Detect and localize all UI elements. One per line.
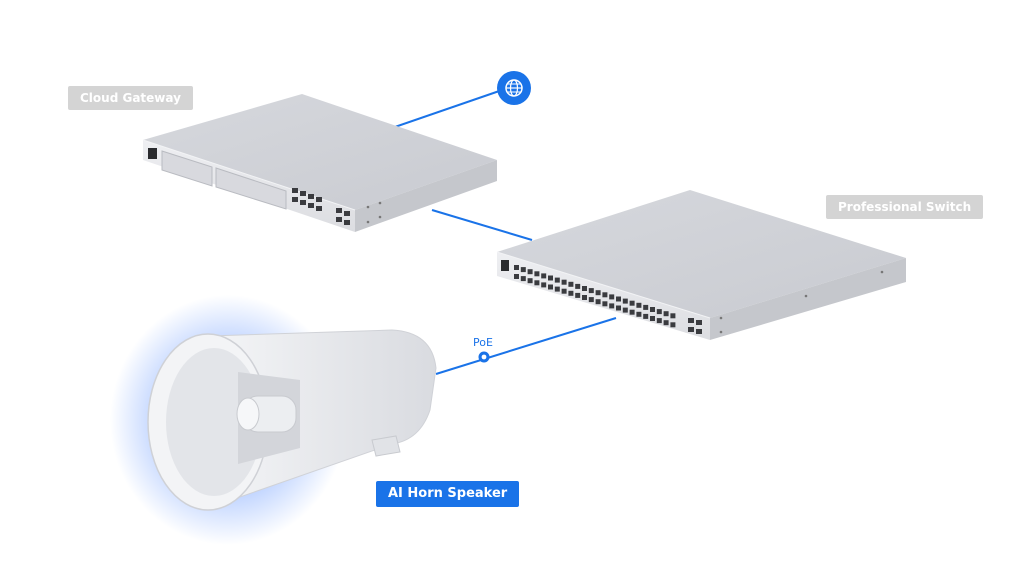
switch-port (616, 305, 621, 311)
switch-port (588, 297, 594, 303)
switch-port (636, 311, 642, 317)
switch-port (582, 286, 587, 291)
switch-port (554, 286, 560, 292)
switch-port (595, 299, 601, 305)
switch-port (609, 303, 615, 309)
gateway-switch-link (431, 209, 533, 241)
switch-port (514, 265, 519, 270)
professional-switch-device (496, 190, 906, 340)
switch-port (520, 276, 526, 282)
cloud-gateway-label: Cloud Gateway (68, 86, 193, 110)
switch-port (602, 292, 608, 298)
switch-port-array (514, 265, 676, 328)
switch-port (650, 316, 655, 321)
switch-port (643, 313, 649, 319)
switch-port (514, 274, 519, 279)
switch-port (561, 279, 567, 285)
gateway-internet-link (391, 87, 509, 129)
switch-port (616, 296, 621, 302)
switch-port (541, 273, 547, 279)
switch-port (554, 277, 560, 283)
cloud-gateway-device (142, 94, 497, 232)
switch-port (595, 290, 601, 296)
ai-horn-speaker-device (110, 295, 437, 545)
switch-port (561, 288, 567, 294)
switch-port (534, 280, 540, 286)
switch-port (629, 300, 635, 306)
switch-port (548, 284, 553, 290)
switch-port (568, 281, 574, 287)
switch-port (663, 320, 669, 326)
switch-port (548, 275, 553, 281)
switch-port (622, 307, 628, 313)
switch-speaker-link (435, 317, 617, 375)
ai-horn-speaker-label: AI Horn Speaker (376, 481, 520, 507)
switch-port (670, 313, 676, 319)
switch-port (568, 290, 574, 296)
switch-port (656, 318, 662, 324)
switch-port (670, 322, 676, 328)
switch-port (534, 271, 540, 277)
switch-port (520, 267, 526, 273)
switch-port (636, 302, 642, 308)
professional-switch-label: Professional Switch (826, 195, 984, 219)
switch-port (663, 311, 669, 317)
switch-port (582, 295, 587, 300)
switch-port (629, 309, 635, 315)
switch-port (602, 301, 608, 307)
switch-port (643, 304, 649, 310)
poe-node (478, 351, 490, 363)
switch-port (527, 278, 533, 284)
switch-port (622, 298, 628, 304)
globe-icon (497, 71, 531, 105)
switch-port (609, 294, 615, 300)
switch-port (650, 307, 655, 312)
poe-label: PoE (473, 336, 493, 349)
switch-port (575, 292, 581, 298)
switch-port (588, 288, 594, 294)
switch-port (541, 282, 547, 288)
switch-port (575, 283, 581, 289)
switch-port (527, 269, 533, 275)
switch-port (656, 309, 662, 315)
